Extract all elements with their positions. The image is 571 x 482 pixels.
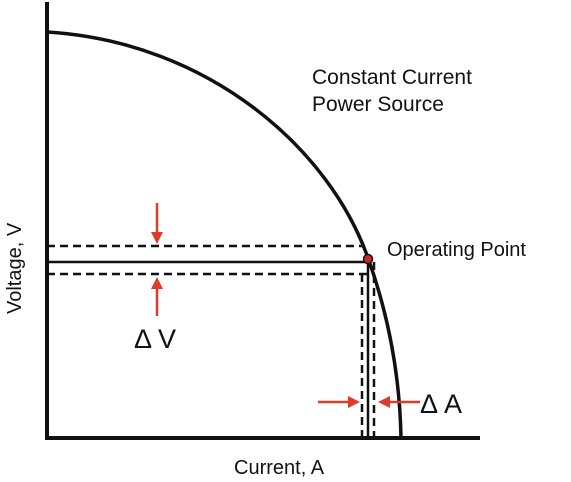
title-line-1: Constant Current xyxy=(312,66,472,89)
delta-v-label: Δ V xyxy=(134,324,176,354)
delta-a-right-arrow xyxy=(318,396,360,408)
delta-a-left-arrow xyxy=(378,396,420,408)
delta-v-down-arrow xyxy=(151,203,163,244)
operating-point-marker xyxy=(362,253,374,265)
x-axis-label: Current, A xyxy=(234,457,325,479)
delta-v-up-arrow xyxy=(151,277,163,316)
operating-point-label: Operating Point xyxy=(387,239,526,261)
delta-a-label: Δ A xyxy=(420,389,462,419)
power-source-curve xyxy=(46,30,403,439)
y-axis-label: Voltage, V xyxy=(4,222,26,314)
title-line-2: Power Source xyxy=(312,93,444,116)
